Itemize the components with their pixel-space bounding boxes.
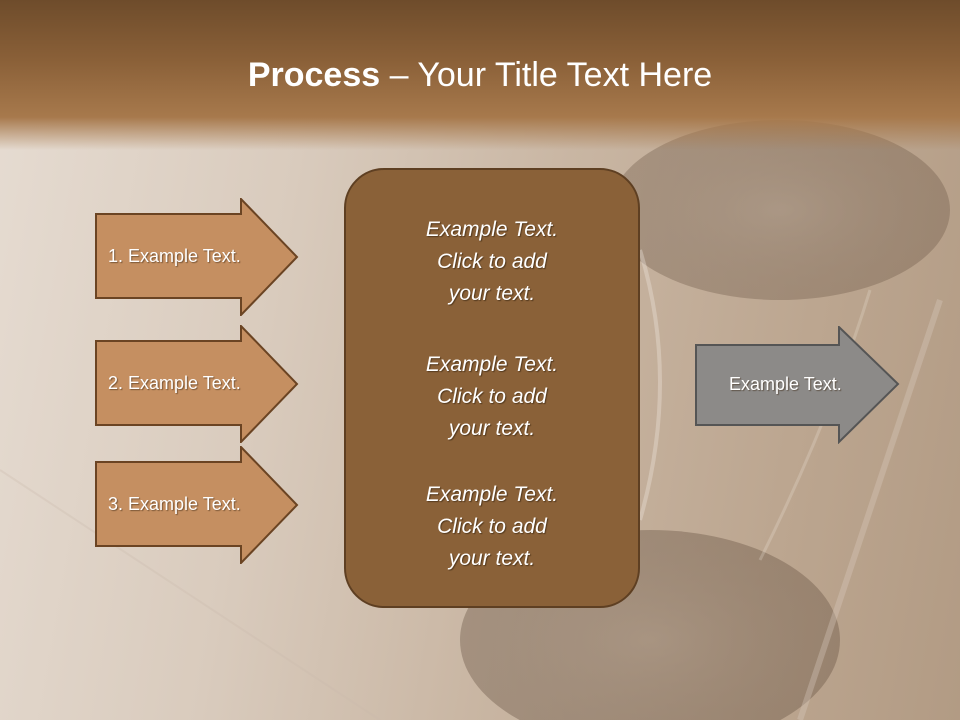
block-line: your text.: [448, 282, 536, 305]
block-line: Example Text.: [425, 483, 559, 506]
left-arrow-1[interactable]: 1. Example Text.: [95, 198, 299, 316]
arrow-right-icon: [95, 325, 299, 443]
title-band: [0, 0, 960, 150]
block-line: Click to add: [437, 515, 547, 538]
left-arrow-label: 3. Example Text.: [108, 494, 241, 514]
left-arrow-2[interactable]: 2. Example Text.: [95, 325, 299, 443]
title-bold-text: Process: [247, 56, 381, 94]
left-arrow-label: 1. Example Text.: [108, 246, 241, 266]
center-text-block-2: Example Text. Click to add your text.: [346, 349, 638, 445]
left-arrow-3[interactable]: 3. Example Text.: [95, 446, 299, 564]
title-rest-text: – Your Title Text Here: [380, 56, 713, 94]
right-arrow[interactable]: Example Text.: [695, 326, 900, 444]
arrow-right-icon: [695, 326, 900, 444]
block-line: your text.: [448, 547, 536, 570]
left-arrow-label: 2. Example Text.: [108, 373, 241, 393]
block-line: Example Text.: [425, 353, 559, 376]
block-line: Click to add: [437, 385, 547, 408]
arrow-right-icon: [95, 198, 299, 316]
block-line: Click to add: [437, 250, 547, 273]
right-arrow-label: Example Text.: [729, 374, 842, 394]
center-text-box[interactable]: Example Text. Click to add your text. Ex…: [344, 168, 640, 608]
slide-title[interactable]: Process – Your Title Text Here: [0, 54, 960, 96]
center-text-block-3: Example Text. Click to add your text.: [346, 479, 638, 575]
block-line: your text.: [448, 417, 536, 440]
block-line: Example Text.: [425, 218, 559, 241]
arrow-right-icon: [95, 446, 299, 564]
center-text-block-1: Example Text. Click to add your text.: [346, 214, 638, 310]
